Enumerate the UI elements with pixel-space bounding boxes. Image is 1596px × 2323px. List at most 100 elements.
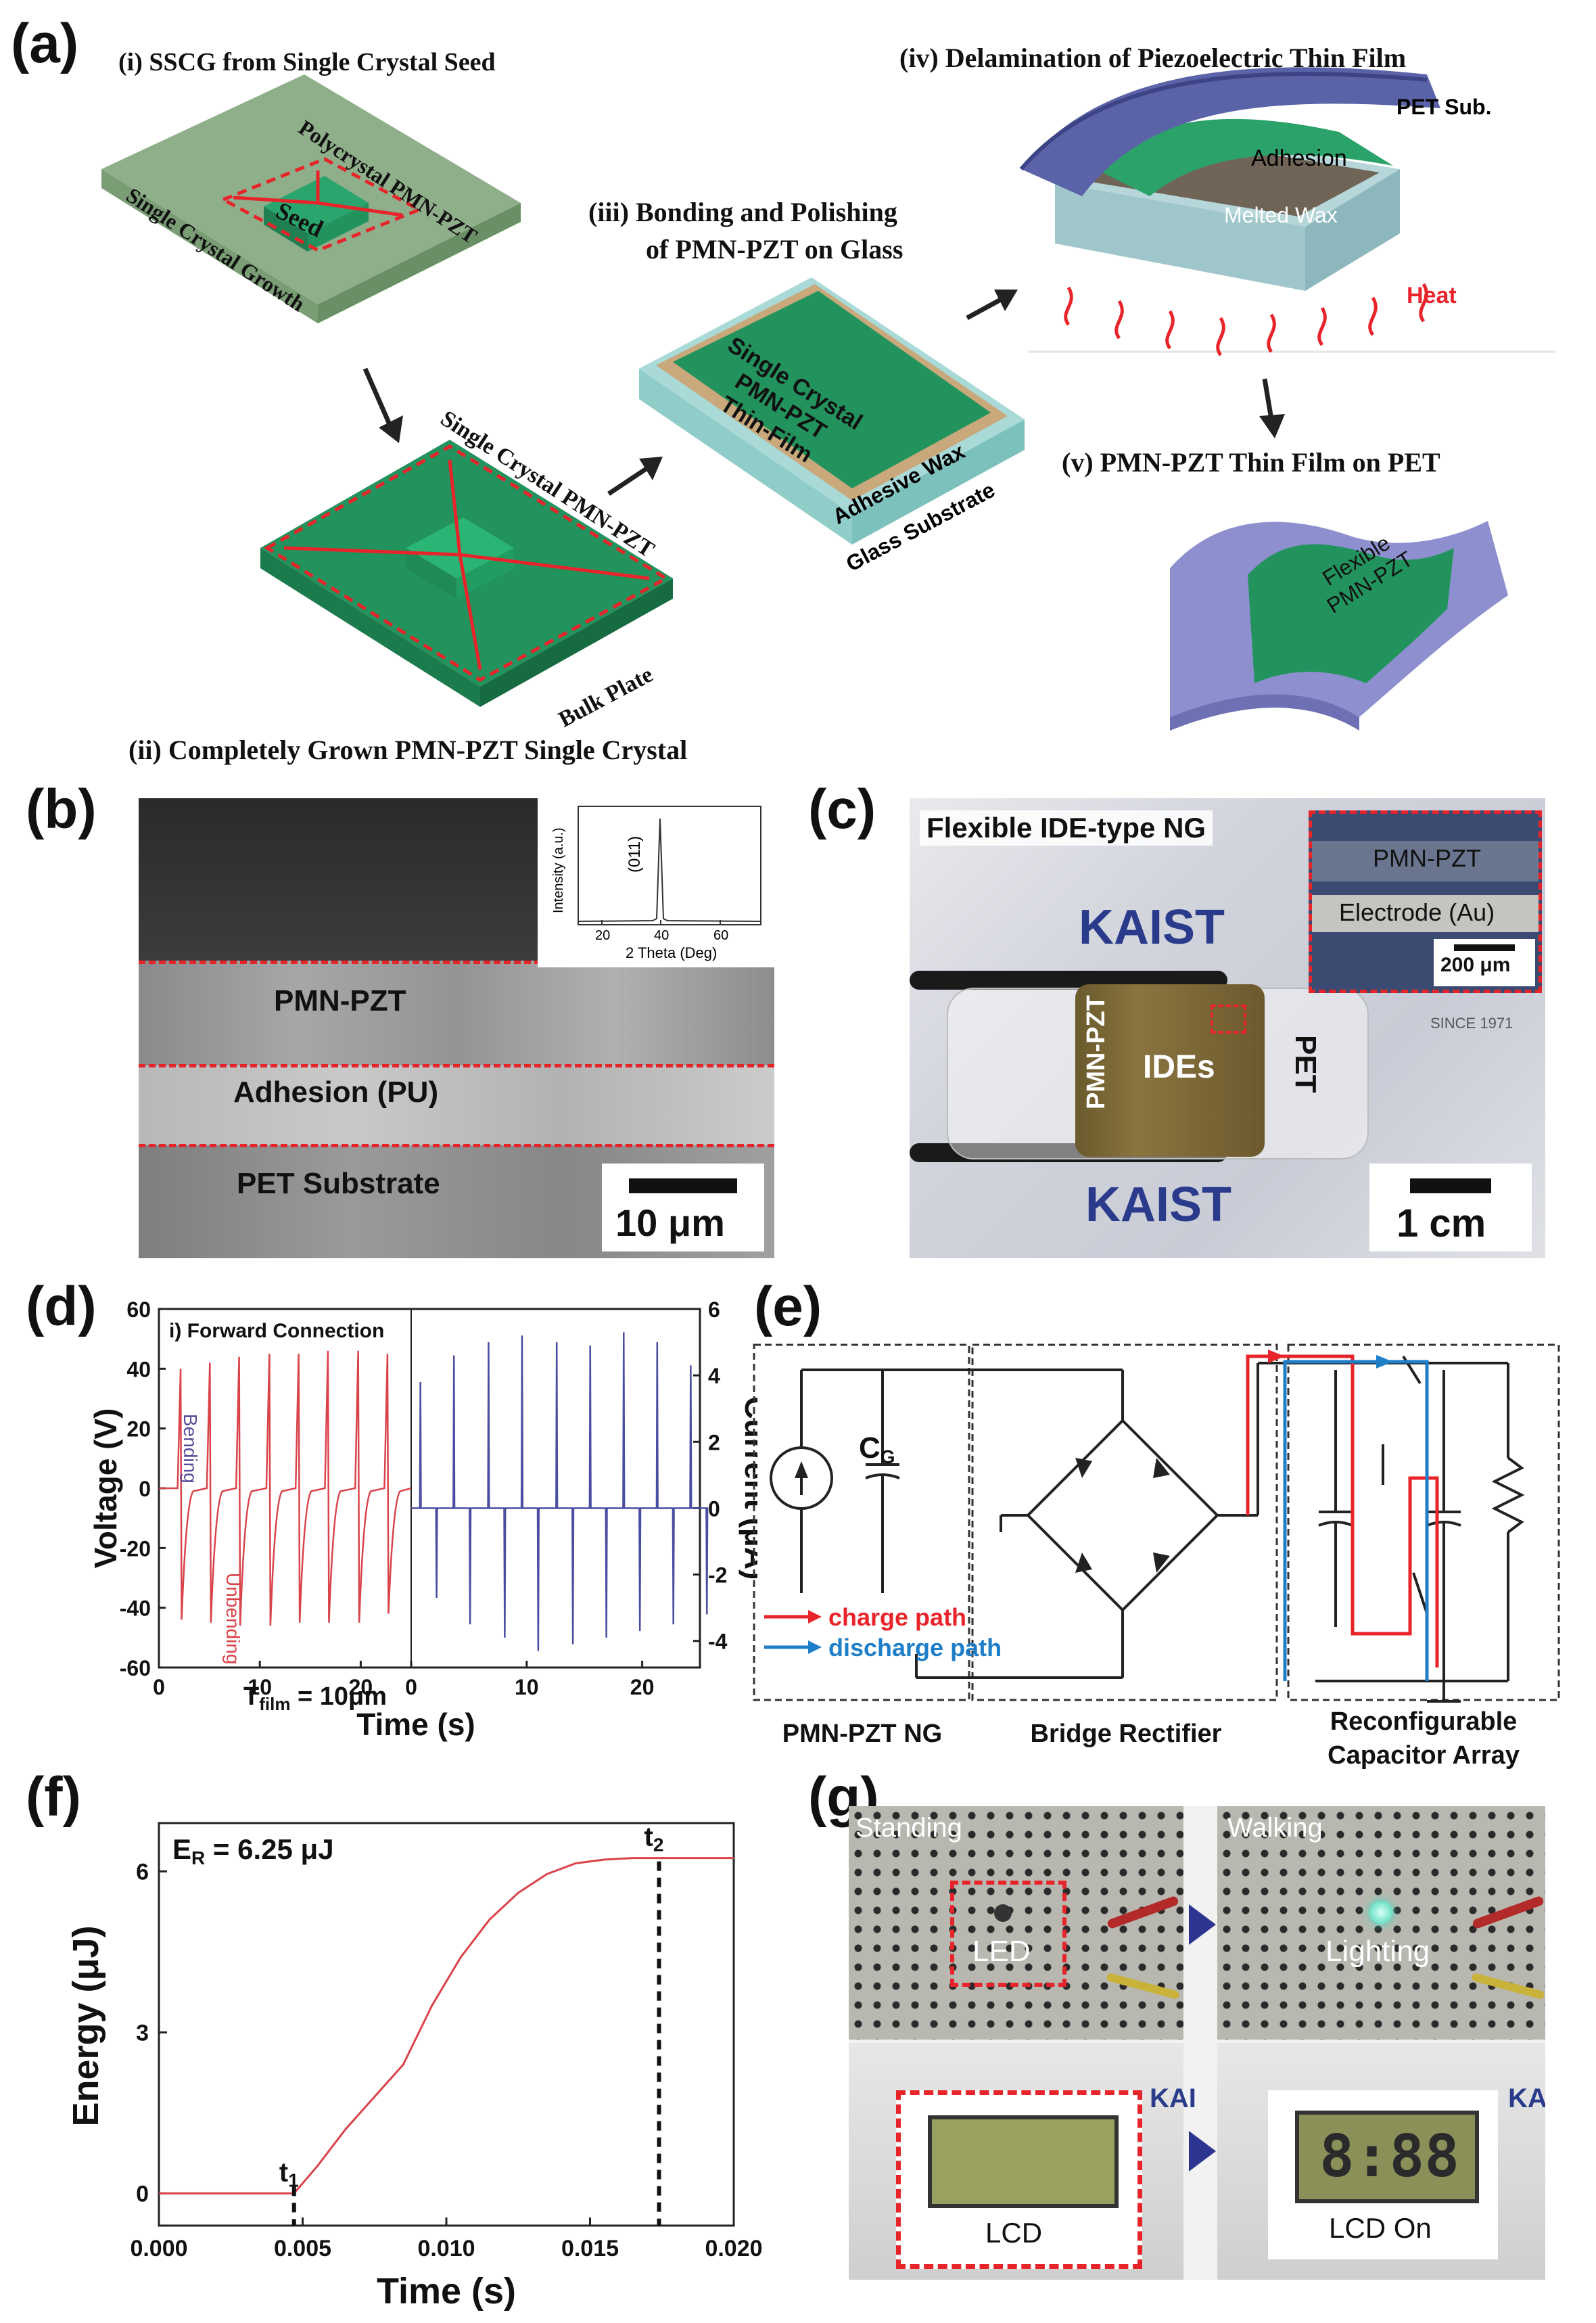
panel-e-label: (e) — [754, 1276, 822, 1337]
t2-t: t — [644, 1822, 653, 1852]
pet-label: PET — [1289, 1035, 1322, 1093]
voltage-xtick-label: 10 — [248, 1675, 272, 1699]
led-on — [1369, 1901, 1392, 1924]
step5-title: (v) PMN-PZT Thin Film on PET — [1062, 447, 1440, 478]
ides-label: IDEs — [1143, 1049, 1215, 1085]
panel-a-illustration — [101, 67, 1555, 731]
kaist-partial-label-right: KAI — [1508, 2084, 1545, 2113]
chart-f-xlabel: Time (s) — [377, 2271, 516, 2312]
current-ytick-label: 4 — [708, 1364, 720, 1388]
ide-zoom-box — [1211, 1005, 1246, 1034]
sem-boundary-3 — [139, 1144, 774, 1147]
diode-3 — [1075, 1552, 1092, 1573]
demo-photo: Standing Walking LED Lighting LCD 8:88 L… — [849, 1806, 1545, 2280]
standing-label: Standing — [855, 1813, 962, 1843]
t2-label: t2 — [644, 1822, 664, 1856]
arrow-lcd-icon — [1189, 2131, 1216, 2171]
lcd-on-label: LCD On — [1329, 2212, 1432, 2244]
voltage-xtick-label: 20 — [349, 1675, 373, 1699]
box2-label: Bridge Rectifier — [1031, 1720, 1222, 1748]
kaist-text-bottom: KAIST — [1085, 1178, 1231, 1232]
step2-plate — [260, 440, 673, 707]
chart-d-bending: Bending — [180, 1414, 201, 1484]
ng-box — [753, 1343, 970, 1701]
t1-t: t — [279, 2157, 288, 2187]
arrow-led-icon — [1189, 1904, 1216, 1945]
lcd-walking: 8:88 LCD On — [1268, 2090, 1498, 2259]
step4-heat-label: Heat — [1407, 283, 1457, 308]
energy-series-line — [159, 1857, 734, 2194]
sem-layer1-label: PMN-PZT — [274, 984, 406, 1017]
er-e: E — [172, 1833, 191, 1865]
inset-pmn-label: PMN-PZT — [1373, 844, 1481, 872]
lcd-label: LCD — [985, 2217, 1043, 2249]
lcd-screen-off — [928, 2115, 1119, 2208]
current-xtick-label: 10 — [515, 1675, 539, 1699]
legend-charge-label: charge path — [828, 1603, 966, 1631]
chart-f-frame — [158, 1822, 735, 2227]
diode-1 — [1075, 1458, 1092, 1478]
panel-c-label: (c) — [808, 779, 876, 840]
voltage-ytick-label: -60 — [120, 1656, 151, 1680]
cg-c: C — [859, 1431, 881, 1465]
step1-title: (i) SSCG from Single Crystal Seed — [118, 48, 496, 76]
chart-d-inset-label: i) Forward Connection — [169, 1320, 384, 1342]
voltage-ytick-label: 0 — [139, 1477, 151, 1501]
energy-xtick-label: 0.015 — [561, 2236, 619, 2261]
cg-sub: G — [881, 1446, 895, 1467]
xrd-xlabel: 2 Theta (Deg) — [626, 944, 718, 961]
tfilm-val: = 10μm — [290, 1682, 387, 1711]
chart-d-ylabel: Voltage (V) — [88, 1408, 123, 1569]
xrd-inset: (011) Intensity (a.u.) 20 40 60 2 Theta … — [538, 798, 774, 967]
step4-adhesion-label: Adhesion — [1251, 145, 1347, 171]
sem-layer2-label: Adhesion (PU) — [233, 1076, 439, 1109]
charge-path-arrow — [1268, 1350, 1285, 1363]
chart-d-unbending: Unbending — [222, 1573, 243, 1664]
led-off — [994, 1904, 1012, 1922]
current-ytick-label: -2 — [708, 1563, 727, 1588]
discharge-path-line — [1283, 1360, 1429, 1681]
current-source-arrow — [795, 1461, 808, 1478]
sem-boundary-1 — [139, 961, 774, 964]
inset-scale-text: 200 μm — [1440, 954, 1511, 976]
lighting-label: Lighting — [1325, 1935, 1430, 1968]
t1-sub: 1 — [288, 2169, 299, 2190]
energy-xtick-label: 0.020 — [705, 2236, 762, 2261]
sem-adhesion-layer — [139, 1065, 774, 1145]
sem-scale-bar — [629, 1178, 737, 1193]
current-series-line — [411, 1332, 709, 1651]
device-scale-text: 1 cm — [1396, 1201, 1486, 1245]
rectifier-box — [971, 1343, 1278, 1701]
xrd-tick-20: 20 — [595, 928, 611, 943]
er-val: = 6.25 μJ — [205, 1833, 333, 1865]
voltage-ytick-label: -40 — [120, 1596, 151, 1621]
chart-d-xlabel: Time (s) — [356, 1707, 475, 1742]
pmn-label: PMN-PZT — [1082, 995, 1110, 1109]
chart-f-ylabel: Energy (μJ) — [66, 1925, 106, 2126]
chart-f-er: ER = 6.25 μJ — [172, 1833, 334, 1868]
t2-sub: 2 — [653, 1835, 664, 1856]
panel-a: (a) — [0, 0, 1596, 768]
current-ytick-label: -4 — [708, 1630, 728, 1654]
tfilm-sub: film — [259, 1694, 290, 1714]
step1-plate — [101, 74, 521, 323]
inset-electrode-strip — [1312, 895, 1539, 932]
lcd-standing: LCD — [896, 2090, 1142, 2269]
voltage-ytick-label: 60 — [126, 1297, 151, 1322]
diode-4 — [1153, 1552, 1170, 1573]
energy-ytick-label: 0 — [136, 2181, 149, 2207]
device-photo: KAIST KAIST SINCE 1971 PMN-PZT IDEs PET … — [910, 798, 1545, 1258]
charge-path-line — [1246, 1354, 1439, 1668]
inset-pmn-strip — [1312, 841, 1539, 881]
voltage-ytick-label: 40 — [126, 1357, 151, 1381]
sem-scale-text: 10 μm — [615, 1201, 725, 1244]
step3-title-2: of PMN-PZT on Glass — [646, 234, 903, 264]
led-box — [950, 1881, 1066, 1987]
step2-title: (ii) Completely Grown PMN-PZT Single Cry… — [128, 735, 688, 765]
resistor — [1491, 1456, 1525, 1534]
lcd-digits: 8:88 — [1319, 2123, 1460, 2190]
